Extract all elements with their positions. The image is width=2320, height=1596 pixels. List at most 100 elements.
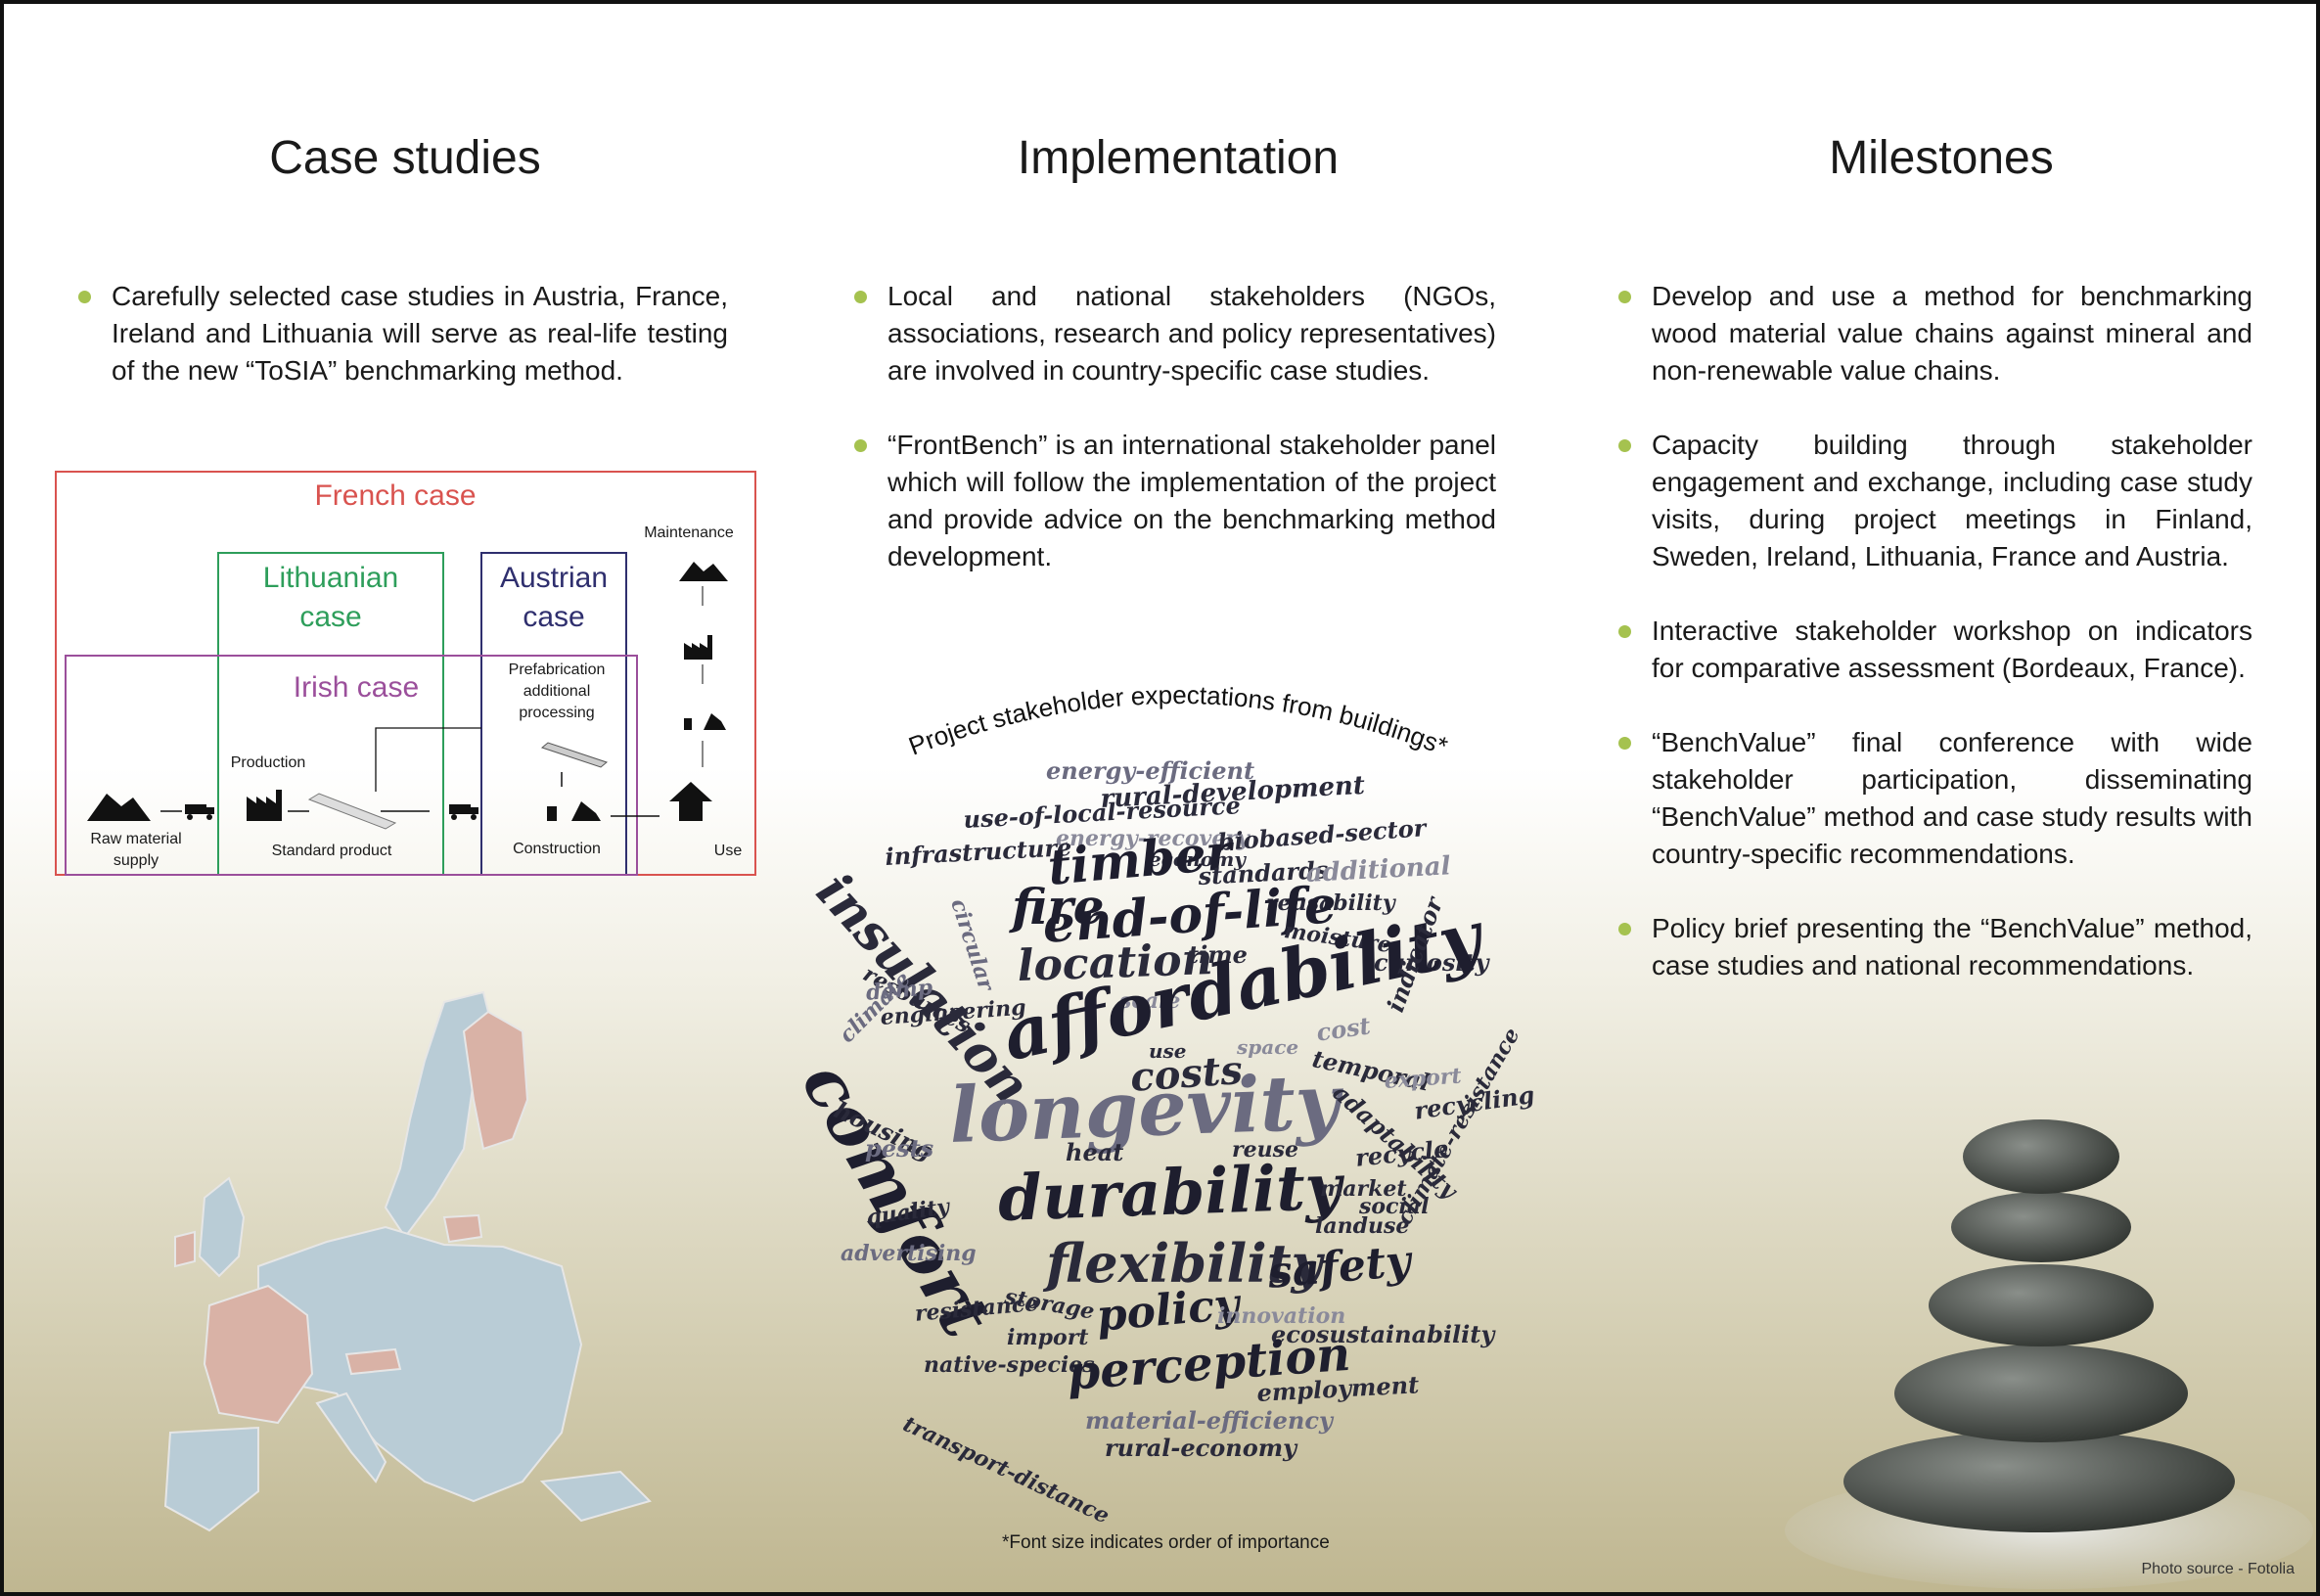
cloud-word: biobased-sector xyxy=(1216,813,1428,856)
raw-material-icon xyxy=(87,794,151,821)
cloud-word: reusability xyxy=(1266,890,1395,916)
france-shape xyxy=(203,1284,314,1425)
lithuanian-case-label: Lithuanian case xyxy=(262,562,399,633)
irish-case-label: Irish case xyxy=(293,671,420,704)
cloud-word: scale xyxy=(1119,988,1181,1014)
house-icon xyxy=(669,782,712,821)
europe-map xyxy=(163,990,652,1532)
truck-icon xyxy=(449,804,478,820)
irish-case-box xyxy=(65,655,638,876)
stacked-stones-photo xyxy=(1785,1119,2313,1589)
maintenance-label: Maintenance xyxy=(644,524,734,541)
austria-shape xyxy=(344,1347,402,1376)
list-item: Local and national stakeholders (NGOs, a… xyxy=(854,278,1496,389)
prefab-beam-icon xyxy=(540,742,609,768)
cloud-word: rural-economy xyxy=(1105,1434,1297,1462)
cloud-word: economy xyxy=(1149,847,1246,871)
ireland-shape xyxy=(174,1230,196,1268)
case-studies-list: Carefully selected case studies in Austr… xyxy=(78,278,728,427)
crane-icon xyxy=(547,801,601,821)
finland-shape xyxy=(462,1010,529,1151)
implementation-title: Implementation xyxy=(1017,132,1340,184)
cloud-word: reuse xyxy=(1232,1137,1298,1163)
use-label: Use xyxy=(713,843,743,859)
factory-icon xyxy=(247,790,282,821)
cloud-word: flexibility xyxy=(1046,1232,1322,1295)
bullet-dot-icon xyxy=(78,291,91,303)
cloud-word: durability xyxy=(996,1150,1343,1236)
implementation-list: Local and national stakeholders (NGOs, a… xyxy=(854,278,1496,613)
milestones-list: Develop and use a method for benchmarkin… xyxy=(1618,278,2252,1022)
cloud-word: pests xyxy=(865,1134,934,1163)
cloud-word: advertising xyxy=(841,1241,977,1266)
bullet-dot-icon xyxy=(1618,291,1631,303)
cloud-word: employment xyxy=(1255,1370,1420,1407)
bullet-dot-icon xyxy=(1618,439,1631,452)
standard-product-label: Standard product xyxy=(271,843,392,859)
cloud-word: fire xyxy=(1012,878,1105,935)
italy-shape xyxy=(315,1391,387,1483)
cloud-word: curiosity xyxy=(1374,948,1489,977)
cloud-word: energy-recovery xyxy=(1056,826,1250,851)
bullet-dot-icon xyxy=(1618,737,1631,750)
milestones-title: Milestones xyxy=(1829,132,2054,184)
maintenance-mound-icon xyxy=(679,562,728,581)
bullet-dot-icon xyxy=(854,291,867,303)
stone-3-icon xyxy=(1929,1264,2154,1346)
turkey-shape xyxy=(539,1470,652,1523)
cloud-word: cost xyxy=(1314,1011,1373,1047)
cloud-arc-title: Project stakeholder expectations from bu… xyxy=(905,680,1452,761)
mainland-shape xyxy=(257,1225,583,1503)
list-item: Develop and use a method for benchmarkin… xyxy=(1618,278,2252,389)
cloud-word: innovation xyxy=(1217,1303,1346,1329)
list-item: Carefully selected case studies in Austr… xyxy=(78,278,728,389)
iberia-shape xyxy=(163,1426,259,1532)
case-studies-title: Case studies xyxy=(269,132,541,184)
cloud-word: native-species xyxy=(924,1352,1095,1378)
cloud-word: market xyxy=(1320,1176,1407,1202)
bullet-dot-icon xyxy=(854,439,867,452)
cloud-word: material-efficiency xyxy=(1085,1406,1333,1435)
list-item: Interactive stakeholder workshop on indi… xyxy=(1618,613,2252,687)
stone-5-icon xyxy=(1843,1431,2235,1532)
cloud-word: transport-distance xyxy=(898,1411,1114,1529)
list-item: Policy brief presenting the “BenchValue”… xyxy=(1618,910,2252,984)
production-label: Production xyxy=(230,754,306,771)
cloud-word: social xyxy=(1359,1194,1430,1219)
french-case-label: French case xyxy=(314,479,477,512)
truck-icon xyxy=(185,804,214,820)
austrian-case-label: Austrian case xyxy=(499,562,609,633)
cloud-word: ecosustainability xyxy=(1271,1320,1495,1348)
beam-icon xyxy=(307,793,397,830)
bullet-dot-icon xyxy=(1618,923,1631,935)
cloud-word: heat xyxy=(1066,1138,1124,1166)
cloud-word: safety xyxy=(1265,1236,1413,1299)
cloud-word: landuse xyxy=(1315,1213,1410,1239)
cloud-word: time xyxy=(1188,940,1248,969)
maintenance-factory-icon xyxy=(684,635,712,660)
list-item: Capacity building through stakeholder en… xyxy=(1618,427,2252,575)
cloud-word: export xyxy=(1383,1063,1463,1094)
list-item: “BenchValue” final conference with wide … xyxy=(1618,724,2252,873)
bullet-dot-icon xyxy=(1618,625,1631,638)
cloud-word: import xyxy=(1007,1325,1089,1350)
cloud-word: infrastructure xyxy=(884,833,1072,871)
cloud-word: space xyxy=(1237,1035,1299,1059)
cloud-word: energy-efficient xyxy=(1046,756,1255,785)
photo-credit: Photo source - Fotolia xyxy=(2141,1561,2295,1577)
uk-shape xyxy=(198,1176,246,1278)
stone-2-icon xyxy=(1951,1192,2131,1262)
maintenance-crane-icon xyxy=(684,713,726,730)
cloud-word: use xyxy=(1149,1039,1187,1063)
stone-4-icon xyxy=(1894,1345,2188,1442)
construction-label: Construction xyxy=(513,841,601,857)
diagram-flow-svg xyxy=(87,562,728,830)
case-diagram: French case Lithuanian case Austrian cas… xyxy=(53,469,757,880)
lithuania-shape xyxy=(442,1213,483,1244)
cloud-footnote: *Font size indicates order of importance xyxy=(1002,1532,1330,1553)
stone-1-icon xyxy=(1963,1119,2119,1194)
